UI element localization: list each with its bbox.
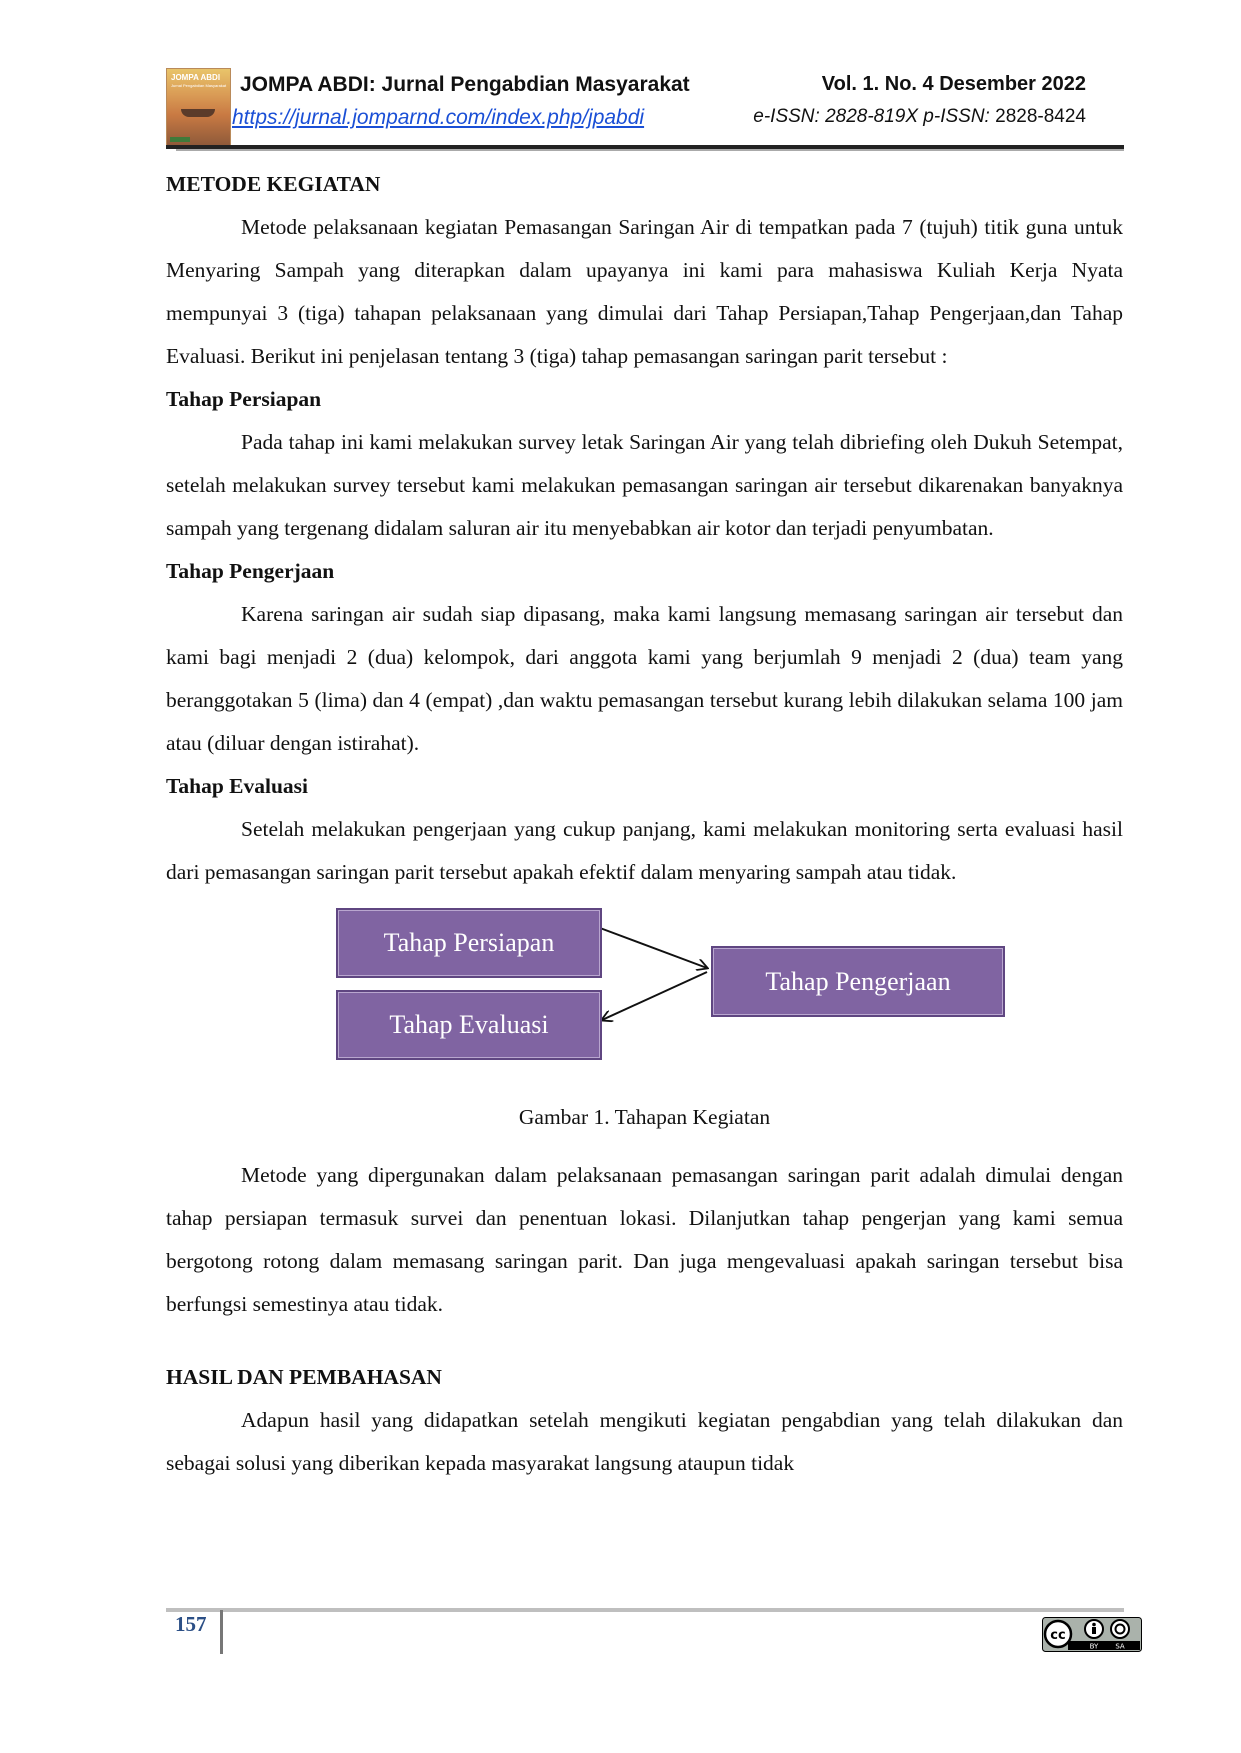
subheading-evaluasi: Tahap Evaluasi [166, 774, 309, 798]
arrow-pengerjaan-to-evaluasi [602, 971, 708, 1020]
footer-divider [220, 1610, 223, 1654]
page-number: 157 [175, 1612, 207, 1636]
cover-title: JOMPA ABDI [171, 73, 221, 82]
article-body: METODE KEGIATAN Metode pelaksanaan kegia… [166, 163, 1123, 1485]
volume-info: Vol. 1. No. 4 Desember 2022 [821, 73, 1086, 95]
pissn-value: 2828-8424 [995, 106, 1086, 127]
diagram-arrows [166, 927, 1123, 1086]
issn-info: e-ISSN: 2828-819X p-ISSN: 2828-8424 [753, 106, 1086, 128]
figure-caption: Gambar 1. Tahapan Kegiatan [518, 1105, 771, 1129]
journal-url-link[interactable]: https://jurnal.jomparnd.com/index.php/jp… [232, 106, 645, 129]
hasil-paragraph: Adapun hasil yang didapatkan setelah men… [166, 1408, 1123, 1475]
cc-by-sa-icon: cc BY SA [1042, 1617, 1142, 1652]
cc-sa-label: SA [1115, 1643, 1125, 1651]
cover-subtitle: Jurnal Pengabdian Masyarakat [171, 83, 227, 88]
journal-cover-thumbnail: JOMPA ABDI Jurnal Pengabdian Masyarakat [166, 68, 231, 146]
stage-box-evaluasi: Tahap Evaluasi [336, 990, 602, 1060]
header-rule [166, 145, 1124, 149]
svg-text:cc: cc [1050, 1628, 1065, 1643]
section-heading-hasil: HASIL DAN PEMBAHASAN [166, 1365, 442, 1389]
stage-box-persiapan: Tahap Persiapan [336, 908, 602, 978]
metode-closing-paragraph: Metode yang dipergunakan dalam pelaksana… [166, 1163, 1123, 1316]
section-heading-metode: METODE KEGIATAN [166, 172, 381, 196]
cover-footer-graphic [170, 137, 190, 142]
cover-boat-graphic [181, 109, 215, 117]
evaluasi-paragraph: Setelah melakukan pengerjaan yang cukup … [166, 817, 1123, 884]
arrow-persiapan-to-pengerjaan [599, 927, 707, 968]
cc-by-label: BY [1090, 1643, 1099, 1651]
stage-box-pengerjaan: Tahap Pengerjaan [711, 946, 1005, 1017]
pengerjaan-paragraph: Karena saringan air sudah siap dipasang,… [166, 602, 1123, 755]
metode-intro-paragraph: Metode pelaksanaan kegiatan Pemasangan S… [166, 215, 1123, 368]
journal-header: JOMPA ABDI Jurnal Pengabdian Masyarakat … [166, 66, 1124, 150]
subheading-persiapan: Tahap Persiapan [166, 387, 322, 411]
stages-diagram: Tahap Persiapan Tahap Evaluasi Tahap Pen… [166, 906, 1123, 1086]
footer-rule [166, 1608, 1124, 1612]
eissn-label: e-ISSN: 2828-819X p-ISSN: [753, 106, 990, 127]
journal-name: JOMPA ABDI: Jurnal Pengabdian Masyarakat [240, 73, 690, 96]
subheading-pengerjaan: Tahap Pengerjaan [166, 559, 335, 583]
persiapan-paragraph: Pada tahap ini kami melakukan survey let… [166, 430, 1123, 540]
header-rule-shadow [176, 149, 1124, 151]
